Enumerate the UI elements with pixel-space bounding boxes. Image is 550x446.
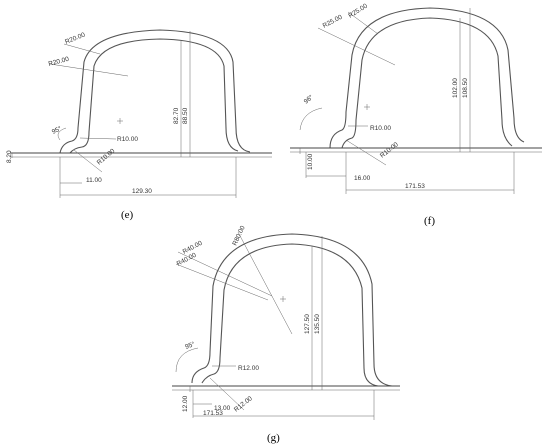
caption-f: (f) — [424, 215, 435, 227]
dim-f-angle: 96° — [302, 93, 315, 106]
dim-e-angle: 95° — [50, 124, 63, 136]
dim-g-r-fillet-upper: R12.00 — [238, 365, 259, 372]
dim-f-r-outer: R25.00 — [322, 14, 344, 30]
panel-g: 127.50 135.50 R40.00 R40.00 R80.00 R12.0… — [172, 225, 400, 444]
dim-g-height-outer: 135.50 — [314, 314, 321, 334]
dim-e-height-outer: 88.50 — [182, 107, 189, 124]
profile-g-inner — [201, 243, 379, 387]
dim-e-height-inner: 82.70 — [173, 107, 180, 124]
dim-f-width: 171.53 — [405, 183, 425, 190]
dim-f-height-inner: 102.00 — [452, 78, 459, 98]
panel-e: 82.70 88.50 R20.00 R20.00 R10.00 R10.00 … — [6, 29, 272, 221]
dim-g-flange: 13.00 — [214, 405, 231, 412]
profile-e-outer — [59, 29, 251, 154]
dim-g-height-inner: 127.50 — [304, 314, 311, 334]
dim-f-flange: 16.00 — [354, 175, 371, 182]
profile-g-outer — [191, 233, 393, 387]
dim-e-thickness: 8.20 — [6, 150, 13, 163]
profile-f-inner — [341, 17, 513, 149]
dim-e-r-fillet-upper: R10.00 — [117, 136, 138, 143]
dim-f-r-fillet-upper: R10.00 — [370, 125, 391, 132]
dim-f-r-fillet-lower: R10.00 — [379, 141, 400, 160]
profile-f-outer — [329, 7, 525, 149]
dim-g-angle: 95° — [184, 340, 196, 351]
caption-g: (g) — [267, 432, 280, 444]
dim-f-thickness: 10.00 — [307, 153, 314, 170]
dim-f-r-inner: R25.00 — [347, 2, 369, 19]
dim-g-width: 171.53 — [203, 410, 223, 417]
panel-f: 102.00 108.50 R25.00 R25.00 R10.00 R10.0… — [290, 2, 542, 227]
dim-e-r-inner: R20.00 — [48, 56, 70, 68]
dim-e-flange: 11.00 — [86, 177, 102, 184]
caption-e: (e) — [121, 209, 134, 221]
profile-e-inner — [69, 38, 239, 154]
dim-e-width: 129.30 — [132, 188, 152, 195]
dim-g-r-fillet-lower: R12.00 — [233, 395, 254, 414]
dim-e-r-outer: R20.00 — [64, 31, 86, 45]
dim-f-height-outer: 108.50 — [462, 78, 469, 98]
dim-g-thickness: 12.00 — [182, 395, 189, 412]
